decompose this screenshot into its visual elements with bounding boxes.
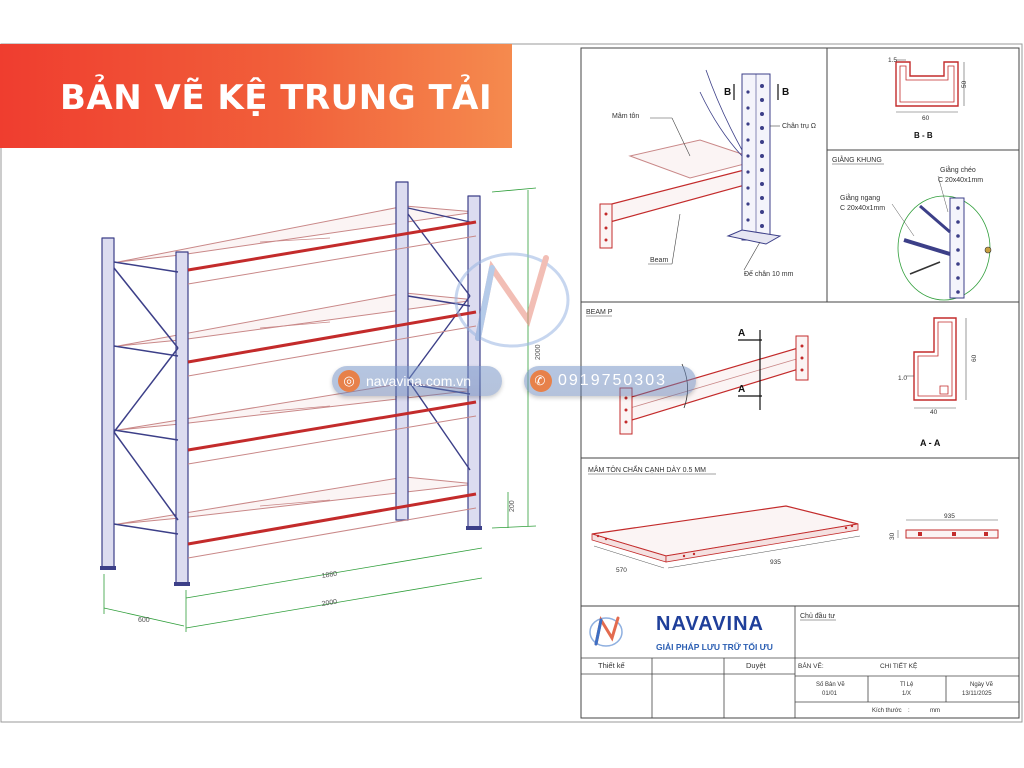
tray-dim-side-height: 30 <box>889 532 896 540</box>
tray-title: MÂM TÔN CHẤN CẠNH DÀY 0.5 MM <box>588 464 706 474</box>
size-label: Kích thước <box>872 708 902 714</box>
rack-3d-view <box>100 181 482 586</box>
aa-caption: A - A <box>920 438 941 448</box>
title-block <box>581 606 1019 718</box>
scale-label: Tỉ Lệ <box>900 681 914 688</box>
sheet-no-value: 01/01 <box>822 691 838 697</box>
section-aa: 60 1.0 40 A - A <box>898 317 978 448</box>
aa-dim-width: 40 <box>930 409 938 416</box>
dim-height-total: 2000 <box>535 344 542 360</box>
design-label: Thiết kế <box>598 661 626 670</box>
brand-slogan: GIẢI PHÁP LƯU TRỮ TỐI ƯU <box>656 641 773 652</box>
bb-caption: B - B <box>914 131 933 140</box>
brand-name: NAVAVINA <box>656 613 764 635</box>
section-a-bottom: A <box>738 384 745 395</box>
beam-p-title: BEAM P <box>586 309 613 316</box>
dim-length-inner: 1880 <box>321 571 338 580</box>
aa-dim-thick: 1.0 <box>898 375 907 382</box>
dim-depth: 600 <box>138 617 150 624</box>
rack-dimensions <box>103 187 537 632</box>
brace-diag-spec: C 20x40x1mm <box>938 177 983 184</box>
post-beam-detail: B B Mâm tôn Chân trụ Ω Beam Đế chân 10 m… <box>599 69 816 278</box>
dim-height-first: 200 <box>509 500 516 512</box>
brace-horiz-spec: C 20x40x1mm <box>840 205 885 212</box>
label-foot: Đế chân 10 mm <box>744 269 794 278</box>
brace-horiz-label: Giằng ngang <box>840 193 880 202</box>
sheet-no-label: Số Bản Vẽ <box>816 682 845 688</box>
website-text: navavina.com.vn <box>366 373 472 389</box>
phone-watermark: ✆ 0919750303 <box>524 366 696 396</box>
page-title: BẢN VẼ KỆ TRUNG TẢI <box>60 78 493 118</box>
bb-dim-width: 60 <box>922 115 930 122</box>
brace-title: GIẰNG KHUNG <box>832 155 882 164</box>
bb-dim-thick: 1.5 <box>888 57 897 64</box>
beam-p-detail: BEAM P A A <box>586 309 809 435</box>
date-value: 13/11/2025 <box>962 691 992 697</box>
tray-detail: MÂM TÔN CHẤN CẠNH DÀY 0.5 MM 570 935 935… <box>588 464 999 574</box>
aa-dim-height: 60 <box>971 354 978 362</box>
website-watermark: ◎ navavina.com.vn <box>332 366 502 396</box>
phone-icon: ✆ <box>530 370 552 392</box>
drawing-label: BẢN VẼ: <box>798 661 824 670</box>
label-beam: Beam <box>650 257 668 264</box>
size-unit: mm <box>930 708 940 714</box>
section-bb: 1.5 50 60 B - B <box>888 57 968 140</box>
brace-detail: GIẰNG KHUNG Giằng chéo C 20x40x1mm Giằng… <box>832 155 992 301</box>
section-b-left: B <box>724 87 731 98</box>
brace-diag-label: Giằng chéo <box>940 165 976 174</box>
tray-dim-depth: 570 <box>616 567 627 574</box>
phone-text: 0919750303 <box>558 372 667 389</box>
scale-value: 1/X <box>902 691 911 697</box>
title-banner: BẢN VẼ KỆ TRUNG TẢI <box>0 44 512 148</box>
drawing-value: CHI TIẾT KỆ <box>880 660 918 670</box>
label-tray: Mâm tôn <box>612 113 639 120</box>
tray-dim-length: 935 <box>770 559 781 566</box>
section-a-top: A <box>738 328 745 339</box>
approve-label: Duyệt <box>746 661 767 670</box>
section-b-right: B <box>782 87 789 98</box>
size-sep: : <box>908 708 910 714</box>
navavina-logo-watermark <box>454 252 570 348</box>
owner-label: Chủ đầu tư <box>800 611 835 620</box>
tray-dim-side-length: 935 <box>944 513 955 520</box>
globe-icon: ◎ <box>338 370 360 392</box>
bb-dim-height: 50 <box>961 80 968 88</box>
title-block-logo <box>589 615 623 647</box>
date-label: Ngày Vẽ <box>970 682 994 688</box>
dim-length-total: 2000 <box>321 599 338 608</box>
label-post: Chân trụ Ω <box>782 123 816 130</box>
